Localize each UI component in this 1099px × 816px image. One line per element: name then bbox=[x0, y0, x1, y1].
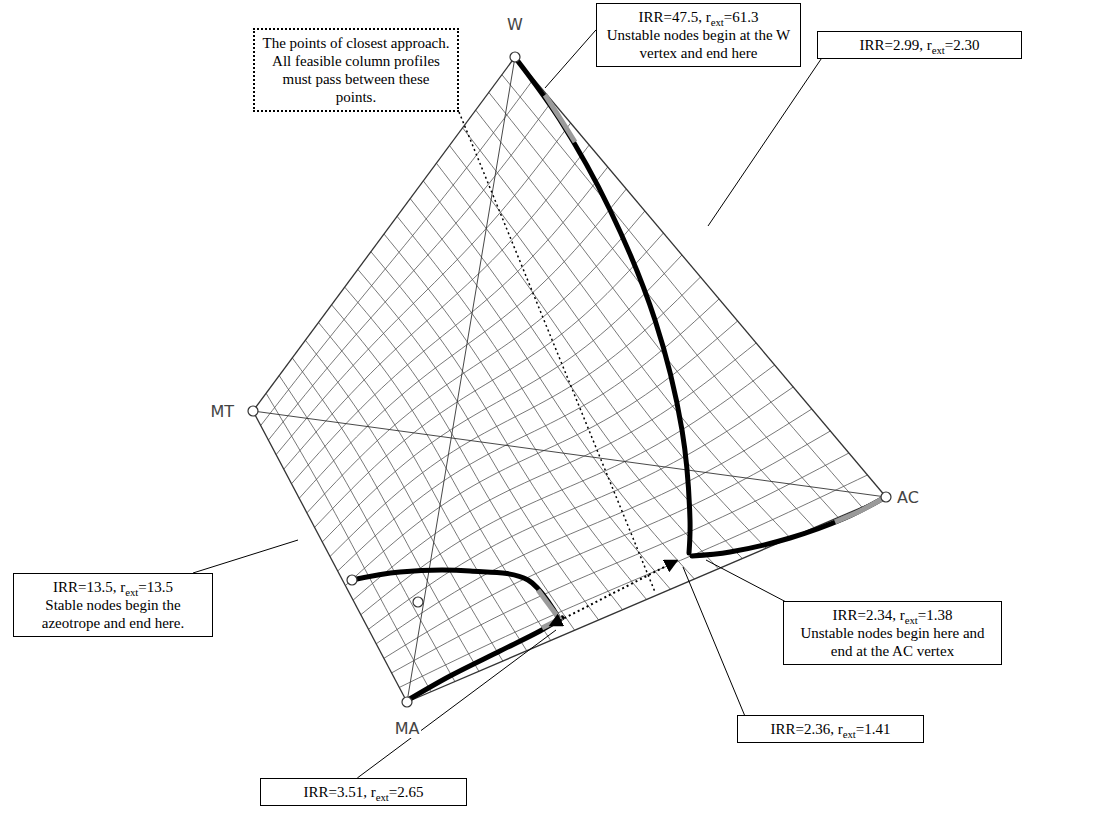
leader-line bbox=[708, 59, 821, 226]
mesh-line bbox=[369, 387, 794, 629]
callout-text: Stable nodes begin the azeotrope and end… bbox=[20, 596, 206, 632]
mesh-line bbox=[305, 340, 502, 661]
callout-text: The points of closest approach. All feas… bbox=[261, 34, 451, 106]
callout-text: IRR=47.5, rext=61.3 bbox=[603, 8, 794, 26]
callout-box: IRR=2.99, rext=2.30 bbox=[817, 31, 1022, 59]
mesh-line bbox=[292, 358, 479, 671]
leader-line bbox=[459, 112, 655, 592]
column-profile bbox=[352, 570, 558, 617]
callout-text: IRR=2.99, rext=2.30 bbox=[824, 36, 1015, 54]
vertex-dot bbox=[881, 492, 891, 502]
callout-box: IRR=2.34, rext=1.38Unstable nodes begin … bbox=[783, 601, 1002, 665]
column-profile bbox=[517, 60, 690, 553]
callout-text: Unstable nodes begin at the W vertex and… bbox=[603, 26, 794, 62]
mesh-line bbox=[358, 269, 599, 620]
surface-mesh bbox=[261, 75, 868, 692]
tetra-edge bbox=[253, 411, 886, 497]
callout-text: IRR=2.36, rext=1.41 bbox=[744, 720, 917, 738]
leader-line bbox=[683, 567, 744, 715]
vertex-label: MA bbox=[393, 719, 422, 738]
mesh-line bbox=[268, 101, 552, 440]
mesh-line bbox=[376, 409, 812, 644]
subscript: ext bbox=[843, 728, 856, 740]
vertex-dot bbox=[248, 406, 258, 416]
subscript: ext bbox=[376, 791, 389, 803]
profile-segment bbox=[542, 618, 562, 628]
mesh-line bbox=[361, 365, 775, 615]
leader-line bbox=[706, 560, 794, 606]
leader-lines bbox=[193, 30, 821, 778]
subscript: ext bbox=[932, 44, 945, 56]
leader-line bbox=[545, 30, 596, 88]
callout-box: IRR=13.5, rext=13.5Stable nodes begin th… bbox=[13, 573, 213, 637]
mesh-line bbox=[392, 453, 849, 673]
vertex-dot bbox=[510, 52, 520, 62]
profile-segment bbox=[538, 590, 558, 617]
tetra-edge bbox=[407, 57, 515, 702]
subscript: ext bbox=[711, 16, 724, 28]
vertex-label: W bbox=[505, 15, 525, 34]
mesh-line bbox=[476, 110, 814, 528]
callout-box: IRR=2.36, rext=1.41 bbox=[737, 715, 924, 743]
vertex-dot bbox=[402, 697, 412, 707]
vertex-dot bbox=[413, 597, 423, 607]
mesh-line bbox=[322, 255, 682, 542]
mesh-line bbox=[332, 305, 551, 641]
callout-text: IRR=13.5, rext=13.5 bbox=[20, 578, 206, 596]
mesh-line bbox=[319, 323, 527, 651]
vertex-label: MT bbox=[208, 402, 236, 421]
mesh-line bbox=[279, 376, 455, 682]
callout-box: The points of closest approach. All feas… bbox=[253, 28, 459, 112]
vertex-label: AC bbox=[895, 488, 921, 507]
subscript: ext bbox=[905, 614, 918, 626]
callout-text: Unstable nodes begin here and end at the… bbox=[790, 624, 995, 660]
mesh-line bbox=[276, 123, 571, 455]
callout-box: IRR=47.5, rext=61.3Unstable nodes begin … bbox=[596, 3, 801, 67]
profile-segment bbox=[545, 95, 575, 142]
tetra-edge bbox=[253, 411, 407, 702]
callout-box: IRR=3.51, rext=2.65 bbox=[260, 778, 467, 806]
leader-line bbox=[357, 630, 556, 778]
callout-text: IRR=3.51, rext=2.65 bbox=[267, 783, 460, 801]
tetra-edge bbox=[407, 497, 886, 702]
tetra-edge bbox=[515, 57, 886, 497]
mesh-line bbox=[384, 234, 647, 600]
closest-approach-arrow bbox=[551, 561, 676, 625]
profile-segment bbox=[835, 499, 882, 522]
column-profile bbox=[408, 618, 562, 700]
mesh-line bbox=[423, 181, 718, 569]
mesh-line bbox=[307, 211, 645, 513]
column-profile bbox=[692, 499, 882, 556]
subscript: ext bbox=[125, 586, 138, 598]
leader-line bbox=[193, 540, 298, 573]
mesh-line bbox=[299, 189, 626, 498]
vertex-dot bbox=[347, 575, 357, 585]
mesh-line bbox=[345, 287, 575, 630]
callout-text: IRR=2.34, rext=1.38 bbox=[790, 606, 995, 624]
